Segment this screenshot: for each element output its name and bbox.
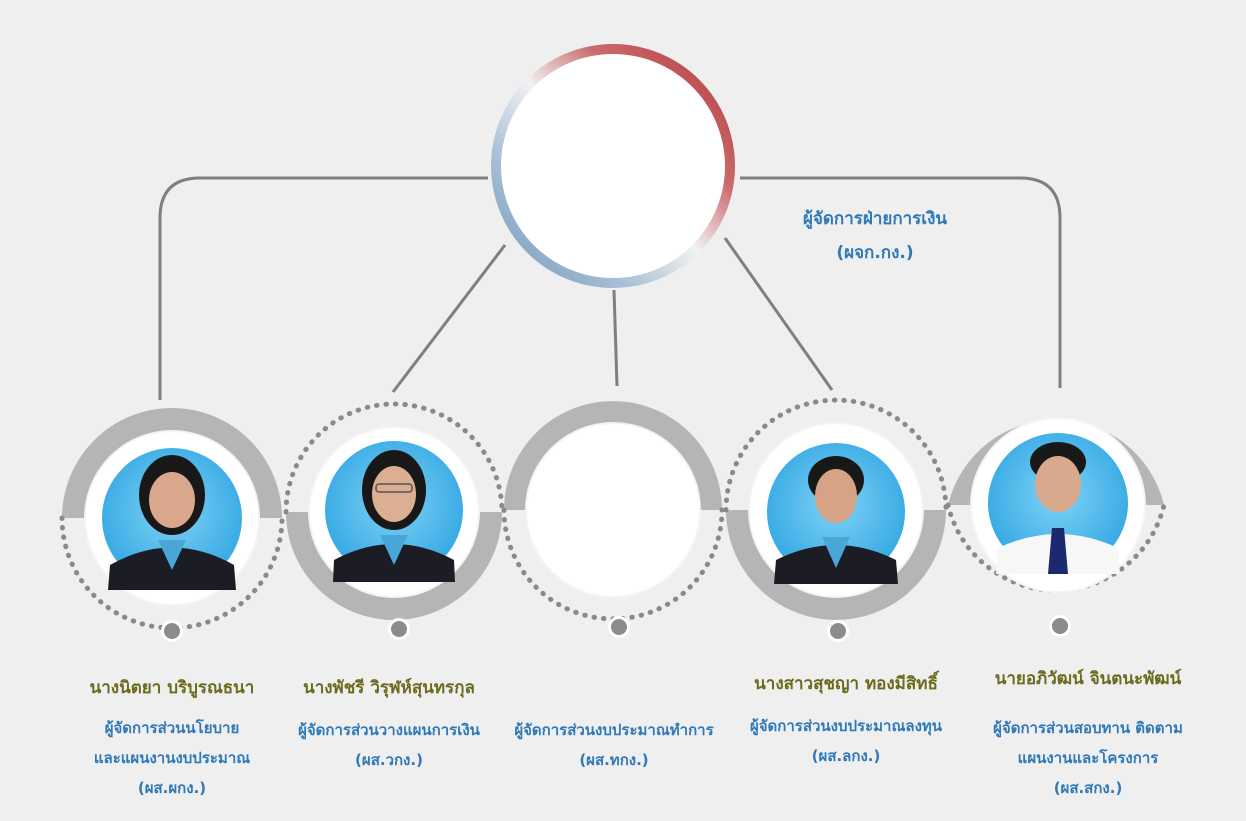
member-role-4: ผู้จัดการส่วนงบประมาณลงทุน (ผส.ลกง.) <box>749 717 943 765</box>
member-role-5: ผู้จัดการส่วนสอบทาน ติดตาม แผนงานและโครง… <box>993 719 1183 797</box>
member-node-1 <box>59 408 285 642</box>
connector-right <box>740 176 1062 388</box>
member-name-1: นางนิตยา บริบูรณธนา <box>89 678 255 698</box>
head-title: ผู้จัดการฝ่ายการเงิน <box>802 209 948 229</box>
head-node <box>491 44 735 288</box>
member-role-2: ผู้จัดการส่วนวางแผนการเงิน (ผส.วกง.) <box>298 721 480 769</box>
member-name-5: นายอภิวัฒน์ จินตนะพัฒน์ <box>994 669 1182 689</box>
inner-white <box>527 424 699 596</box>
connector-member-3 <box>612 289 619 387</box>
member-name-2: นางพัชรี วิรุฬห์สุนทรกุล <box>303 678 475 698</box>
head-abbr: (ผจก.กง.) <box>836 243 914 263</box>
member-node-5 <box>945 417 1167 637</box>
member-role-1: ผู้จัดการส่วนนโยบาย และแผนงานงบประมาณ (ผ… <box>93 719 251 797</box>
dotted-arc <box>723 397 949 513</box>
head-label: ผู้จัดการฝ่ายการเงิน (ผจก.กง.) <box>760 202 990 270</box>
connector-member-2 <box>391 244 507 393</box>
portrait-photo <box>767 443 905 584</box>
member-node-4 <box>723 397 949 642</box>
portrait-photo <box>102 448 242 590</box>
portrait-photo <box>988 433 1128 574</box>
head-circle <box>501 54 725 278</box>
dotted-arc <box>283 401 505 515</box>
member-name-4: นางสาวสุชญา ทองมีสิทธิ์ <box>754 674 938 694</box>
member-role-3: ผู้จัดการส่วนงบประมาณทำการ (ผส.ทกง.) <box>514 721 714 769</box>
member-node-2 <box>283 401 505 640</box>
connectors <box>158 176 1062 400</box>
portrait-photo <box>325 441 463 582</box>
member-node-3 <box>501 401 725 638</box>
connector-member-4 <box>723 237 834 391</box>
connector-left <box>158 176 488 400</box>
